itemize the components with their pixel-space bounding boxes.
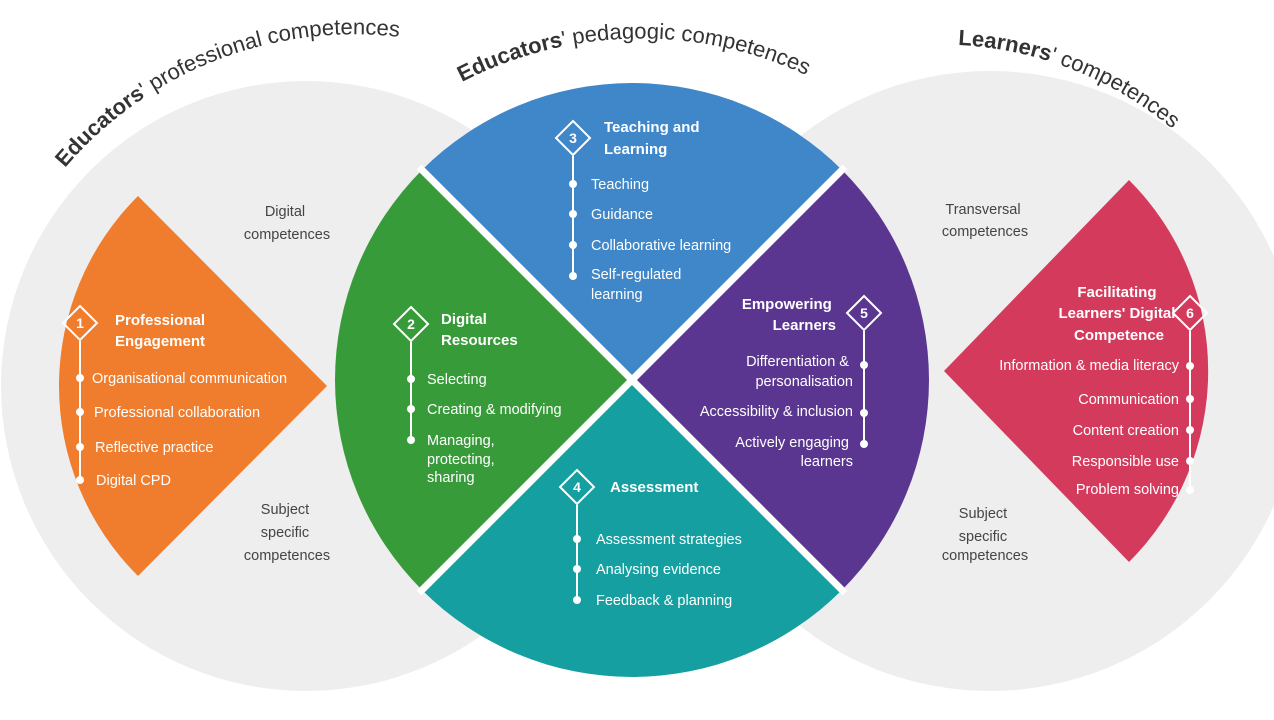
bullet-dot xyxy=(407,375,415,383)
competence-item[interactable]: Accessibility & inclusion xyxy=(700,404,853,420)
area-6-facilitating-learners-digital-competence: 6 Facilitating Learners' Digital Compete… xyxy=(999,284,1209,498)
number-diamond-icon xyxy=(61,304,99,342)
bullet-dot xyxy=(860,409,868,417)
area-title: Facilitating Learners' Digital Competenc… xyxy=(1058,284,1179,344)
bullet-dot xyxy=(76,476,84,484)
bullet-dot xyxy=(1186,395,1194,403)
competence-item[interactable]: Analysing evidence xyxy=(596,562,721,578)
bullet-dot xyxy=(1186,486,1194,494)
teaching-learning-segment[interactable] xyxy=(422,83,842,380)
number-diamond-icon xyxy=(1171,294,1209,332)
right-subject-specific-label: Subject specific competences xyxy=(942,506,1028,564)
competence-item[interactable]: Creating & modifying xyxy=(427,402,562,418)
area-1-professional-engagement: 1 Professional Engagement Organisational… xyxy=(61,304,287,489)
number-diamond-icon xyxy=(392,305,430,343)
bullet-dot xyxy=(569,272,577,280)
competence-item[interactable]: Organisational communication xyxy=(92,371,287,387)
competence-item[interactable]: Actively engaging learners xyxy=(735,435,853,470)
competence-item[interactable]: Problem solving xyxy=(1076,482,1179,498)
assessment-segment[interactable] xyxy=(422,380,842,677)
segment-divider xyxy=(416,164,848,596)
area-4-assessment: 4 Assessment Assessment strategies Analy… xyxy=(558,468,742,609)
competence-item[interactable]: Professional collaboration xyxy=(94,405,260,421)
competence-item[interactable]: Digital CPD xyxy=(96,473,171,489)
area-title: Digital Resources xyxy=(441,311,518,349)
facilitating-competence-segment[interactable] xyxy=(944,180,1209,562)
professional-engagement-segment[interactable] xyxy=(59,196,328,576)
area-number: 3 xyxy=(569,130,577,146)
bullet-dot xyxy=(569,210,577,218)
bullet-dot xyxy=(860,440,868,448)
left-subject-specific-label: Subject specific competences xyxy=(244,502,330,564)
number-diamond-icon xyxy=(845,294,883,332)
bullet-dot xyxy=(1186,362,1194,370)
educators-pedagogic-title: Educators' pedagogic competences xyxy=(453,18,815,86)
competence-item[interactable]: Reflective practice xyxy=(95,440,213,456)
bullet-dot xyxy=(573,565,581,573)
bullet-dot xyxy=(569,180,577,188)
area-title: Assessment xyxy=(610,479,698,496)
bullet-dot xyxy=(573,535,581,543)
competence-item[interactable]: Communication xyxy=(1078,392,1179,408)
digital-competences-label: Digital competences xyxy=(244,204,330,243)
competence-item[interactable]: Selecting xyxy=(427,372,487,388)
area-number: 1 xyxy=(76,315,84,331)
competence-item[interactable]: Guidance xyxy=(591,207,653,223)
competence-item[interactable]: Teaching xyxy=(591,177,649,193)
competence-item[interactable]: Content creation xyxy=(1073,423,1179,439)
area-title: Teaching and Learning xyxy=(604,119,704,158)
bullet-dot xyxy=(76,408,84,416)
area-2-digital-resources: 2 Digital Resources Selecting Creating &… xyxy=(392,305,562,486)
bullet-dot xyxy=(1186,426,1194,434)
competence-item[interactable]: Self-regulated learning xyxy=(591,267,685,303)
competence-item[interactable]: Assessment strategies xyxy=(596,532,742,548)
competence-item[interactable]: Differentiation & personalisation xyxy=(746,354,853,390)
competence-item[interactable]: Information & media literacy xyxy=(999,358,1179,374)
area-number: 6 xyxy=(1186,305,1194,321)
area-title: Empowering Learners xyxy=(742,296,836,334)
bullet-dot xyxy=(407,405,415,413)
area-3-teaching-learning: 3 Teaching and Learning Teaching Guidanc… xyxy=(554,119,731,303)
area-number: 2 xyxy=(407,316,415,332)
area-title: Professional Engagement xyxy=(115,312,209,350)
number-diamond-icon xyxy=(554,119,592,157)
bullet-dot xyxy=(860,361,868,369)
bullet-dot xyxy=(407,436,415,444)
empowering-learners-segment[interactable] xyxy=(632,170,929,590)
digital-resources-segment[interactable] xyxy=(335,170,632,590)
area-number: 4 xyxy=(573,479,581,495)
area-number: 5 xyxy=(860,305,868,321)
competence-item[interactable]: Collaborative learning xyxy=(591,238,731,254)
area-5-empowering-learners: 5 Empowering Learners Differentiation & … xyxy=(700,294,883,470)
transversal-competences-label: Transversal competences xyxy=(942,202,1028,240)
competence-item[interactable]: Feedback & planning xyxy=(596,593,732,609)
competence-item[interactable]: Responsible use xyxy=(1072,454,1179,470)
bullet-dot xyxy=(76,443,84,451)
bullet-dot xyxy=(76,374,84,382)
number-diamond-icon xyxy=(558,468,596,506)
competence-item[interactable]: Managing, protecting, sharing xyxy=(427,433,499,486)
bullet-dot xyxy=(573,596,581,604)
bullet-dot xyxy=(569,241,577,249)
bullet-dot xyxy=(1186,457,1194,465)
